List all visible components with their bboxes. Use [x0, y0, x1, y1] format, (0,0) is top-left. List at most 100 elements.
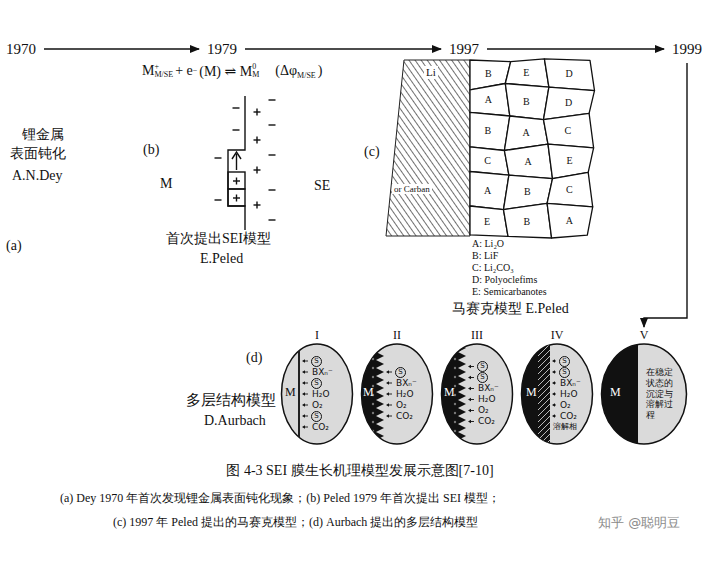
key-entry: B: LiF [472, 250, 498, 262]
panel-letter: (b) [143, 142, 159, 158]
drawing-part [538, 416, 550, 428]
oval-stage: IVMSSBXₙ⁻H₂OO₂CO₂溶解相 [520, 328, 594, 446]
metal-label: M [610, 386, 621, 400]
grain-outline [470, 147, 509, 175]
flux-arrowhead [302, 403, 305, 407]
species-label: BXₙ⁻ [560, 378, 581, 388]
drawing-part [454, 376, 456, 378]
drawing-part [228, 172, 245, 189]
year-node: 1979 [205, 38, 239, 60]
drawing-part [454, 439, 456, 441]
species-label: BXₙ⁻ [478, 383, 499, 393]
drawing-part [538, 404, 550, 416]
drawing-part [538, 428, 550, 440]
grain-outline [547, 172, 593, 207]
equation-sup: − [193, 67, 198, 75]
species-label: BXₙ⁻ [396, 378, 417, 388]
species-label: CO₂ [478, 416, 495, 426]
panel-letter: (a) [6, 238, 22, 254]
flux-arrowhead [552, 403, 555, 407]
process-note: 在稳定状态的沉淀与溶解过程 [646, 367, 674, 421]
lithium-electrode [386, 60, 470, 236]
drawing-part [538, 374, 550, 386]
minus-sign [269, 124, 276, 125]
flux-arrowhead [302, 414, 305, 418]
equation: M +M/SE + e − (M) ⇌ M 0M (Δφ M/SE ) [142, 62, 322, 80]
flux-arrowhead [302, 359, 305, 363]
drawing-part [454, 358, 456, 360]
panel-letter: (d) [246, 350, 262, 366]
drawing-part [236, 154, 237, 170]
grain-letter: B [485, 125, 492, 137]
equation-sub: M/SE [154, 71, 173, 79]
plus-sign [256, 137, 257, 144]
year-label: 1979 [207, 41, 237, 57]
grain-letter: A [484, 185, 491, 197]
grain-letter: A [566, 215, 573, 227]
drawing-part [538, 380, 550, 392]
drawing-part [372, 403, 374, 405]
minus-sign [269, 189, 276, 190]
watermark: 知乎 @聪明豆 [598, 516, 680, 531]
species-label: CO₂ [560, 411, 577, 421]
grain-outline [504, 203, 552, 238]
equation-index: 0M [252, 63, 259, 80]
grain-outline [470, 172, 509, 210]
drawing-part [454, 349, 456, 351]
oval-stage: IIIMSSBXₙ⁻H₂OO₂CO₂ [440, 328, 514, 446]
key-entry: C: Li₂CO₃ [472, 262, 514, 274]
species-label: H₂O [560, 389, 577, 399]
drawing-part [454, 430, 456, 432]
minus-sign [215, 157, 222, 158]
year-label: 1970 [6, 41, 36, 57]
timeline-arrow [644, 63, 687, 327]
electrode-label: Li [424, 66, 438, 79]
film-layer [600, 344, 638, 444]
film-layer [520, 328, 550, 446]
minus-sign [269, 219, 276, 220]
film-layer [440, 344, 466, 446]
film-layer [360, 344, 384, 446]
solvent-symbol: S [311, 378, 322, 389]
grain-letter: E [523, 67, 529, 79]
mosaic-grains [470, 59, 595, 238]
drawing-part [372, 412, 374, 414]
drawing-part [372, 367, 374, 369]
grain-letter: C [565, 125, 572, 137]
year-label: 1999 [672, 41, 702, 57]
drawing-part [538, 350, 550, 362]
plus-sign [256, 202, 257, 209]
stage-numeral: II [360, 329, 434, 343]
grain-letter: D [565, 97, 572, 109]
panel-label: 锂金属 [22, 127, 64, 143]
drawing-part [454, 367, 456, 369]
drawing-part [538, 422, 550, 434]
key-entry: D: Polyoclefims [472, 274, 537, 286]
year-node: 1997 [447, 38, 481, 60]
drawing-part [538, 362, 550, 374]
species-label: O₂ [560, 400, 571, 410]
drawing-part [600, 344, 638, 444]
minus-sign [215, 199, 222, 200]
double-layer-sketch [228, 96, 245, 230]
stage-numeral: I [280, 329, 354, 343]
drawing-part [538, 410, 550, 422]
timeline-arrow [44, 48, 199, 49]
plus-sign [236, 195, 237, 202]
stage-numeral: IV [520, 329, 594, 343]
grain-outline [547, 203, 593, 238]
flux-arrowhead [386, 403, 389, 407]
drawing-part [538, 440, 550, 446]
drawing-part [538, 356, 550, 368]
drawing-part [538, 398, 550, 410]
oval-stage: IMSBXₙ⁻SH₂OO₂SCO₂ [280, 328, 354, 446]
drawing-part [538, 332, 550, 344]
equation-term: M [142, 63, 154, 79]
flux-arrowhead [302, 425, 305, 429]
drawing-part [372, 430, 374, 432]
film-layer [299, 344, 300, 444]
year-label: 1997 [449, 41, 479, 57]
